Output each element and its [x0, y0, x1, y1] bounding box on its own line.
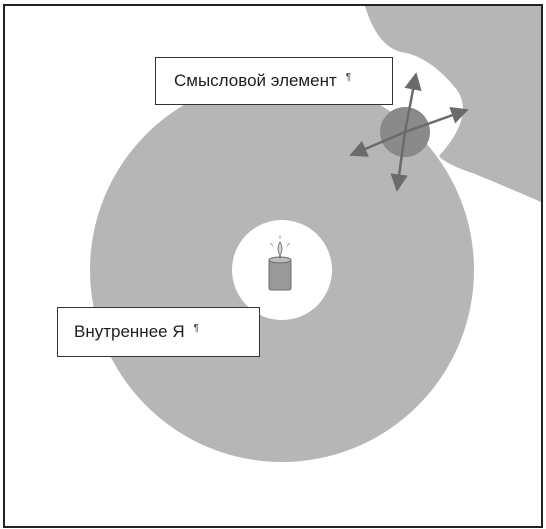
semantic-element-label: Смысловой элемент ¶	[155, 57, 393, 105]
pilcrow-mark: ¶	[345, 71, 352, 83]
diagram-canvas	[90, 6, 541, 462]
inner-self-text: Внутреннее Я	[74, 322, 185, 341]
pilcrow-mark: ¶	[193, 322, 199, 334]
four-direction-arrows-icon	[349, 72, 469, 192]
arrow-left	[349, 130, 406, 157]
arrow-up	[403, 72, 422, 133]
arrow-down	[390, 131, 408, 192]
arrow-right	[404, 107, 469, 134]
outer-semantic-area	[365, 6, 541, 202]
diagram-frame: Смысловой элемент ¶ Внутреннее Я ¶	[3, 4, 543, 528]
semantic-element-text: Смысловой элемент	[174, 71, 337, 90]
inner-self-label: Внутреннее Я ¶	[57, 307, 260, 357]
candle-icon	[268, 235, 292, 291]
